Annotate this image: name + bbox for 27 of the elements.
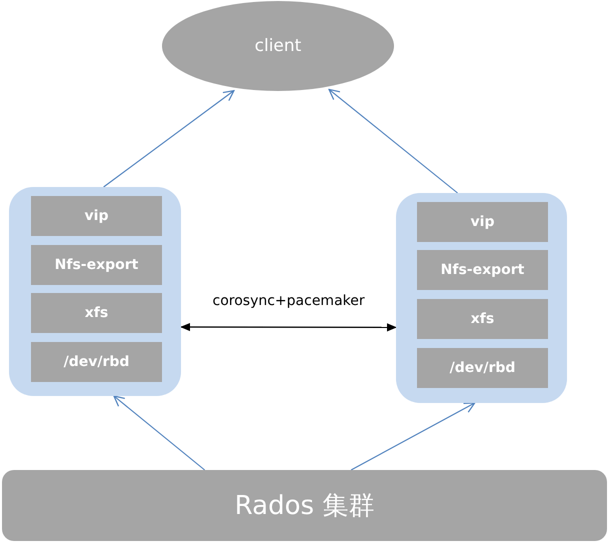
stack-layer-box bbox=[31, 293, 162, 333]
server-group-panel bbox=[396, 193, 567, 403]
stack-layer-box bbox=[31, 196, 162, 236]
node-label: vip bbox=[470, 214, 494, 230]
node-label: Nfs-export bbox=[440, 262, 524, 278]
node-label: xfs bbox=[470, 311, 494, 327]
node-label: client bbox=[254, 36, 302, 56]
arrow bbox=[103, 90, 235, 188]
node-label: /dev/rbd bbox=[64, 354, 130, 370]
node-label: /dev/rbd bbox=[450, 360, 516, 376]
arrow bbox=[113, 395, 206, 470]
stack-layer-box bbox=[417, 299, 548, 339]
stack-layer-box bbox=[31, 342, 162, 382]
stack-layer-box bbox=[417, 202, 548, 242]
stack-layer-box bbox=[417, 348, 548, 388]
cluster-bar bbox=[2, 470, 607, 541]
node-label: Nfs-export bbox=[54, 257, 138, 273]
node-label: vip bbox=[84, 208, 108, 224]
arrow bbox=[328, 88, 458, 194]
stack-layer-box bbox=[31, 245, 162, 285]
node-label: Rados 集群 bbox=[234, 490, 374, 523]
arrow bbox=[350, 402, 476, 470]
node-label: xfs bbox=[84, 305, 108, 321]
edge-label: corosync+pacemaker bbox=[210, 293, 367, 310]
stack-layer-box bbox=[417, 250, 548, 290]
server-group-panel bbox=[9, 187, 181, 396]
arrow bbox=[180, 322, 397, 332]
